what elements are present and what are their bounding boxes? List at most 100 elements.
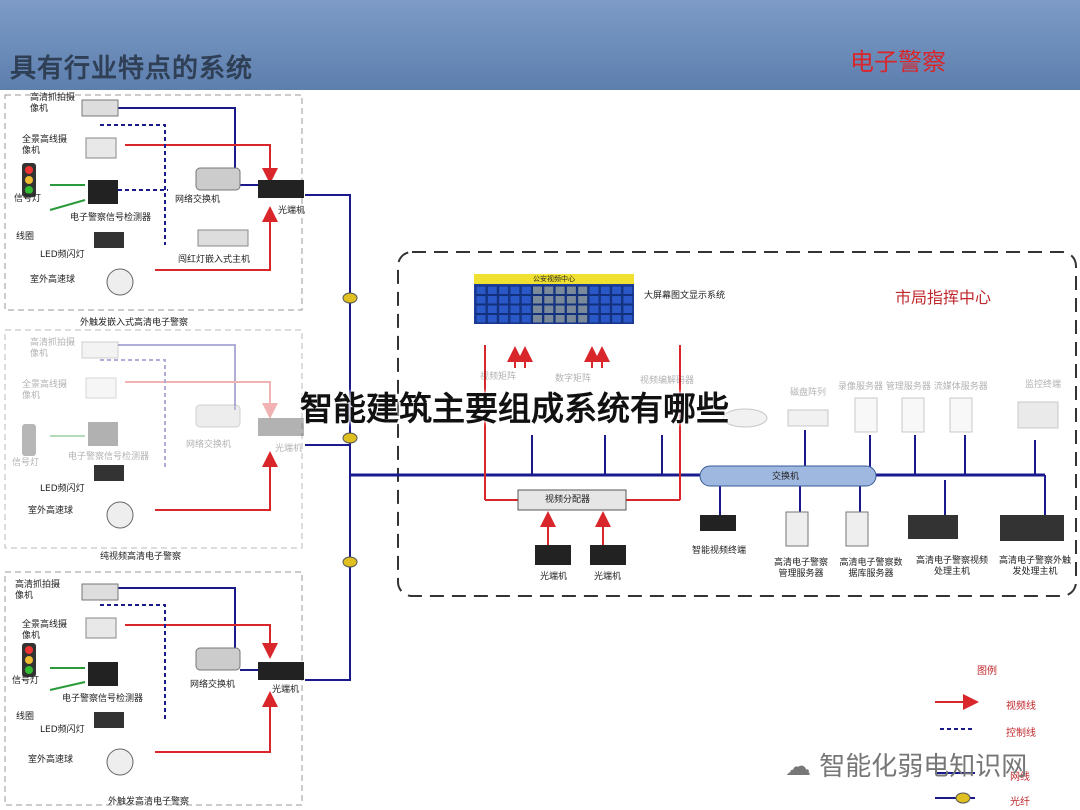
zone3-devices: [22, 583, 304, 776]
watermark: ☁ 智能化弱电知识网: [785, 746, 1027, 783]
z3-dome: 室外高速球: [28, 755, 74, 765]
center-devices: [535, 397, 1064, 565]
legend-fiber: 光纤: [1010, 797, 1030, 808]
video-wall-cell: [543, 285, 555, 295]
zone1-border: [4, 94, 303, 311]
distributor-box: [517, 489, 627, 511]
video-wall-cell: [543, 295, 555, 305]
video-wall-cell: [599, 314, 611, 324]
video-wall-cell: [611, 304, 623, 314]
header-bar: 具有行业特点的系统 电子警察: [0, 0, 1080, 90]
z3-coil: 线圈: [16, 712, 35, 722]
video-wall-cell: [622, 304, 634, 314]
device-1: 高清电子警察管理服务器: [773, 558, 828, 579]
z3-detector: 电子警察信号检测器: [62, 694, 144, 704]
z2-optical: 光端机: [275, 444, 303, 454]
video-wall-cell: [588, 285, 600, 295]
video-wall-cell: [520, 295, 532, 305]
device-2: 高清电子警察数据库服务器: [839, 558, 903, 579]
device-0: 智能视频终端: [692, 546, 747, 556]
legend-network: 网线: [1010, 772, 1030, 783]
z2-switch: 网络交换机: [186, 440, 232, 450]
video-wall-cell: [577, 304, 589, 314]
video-wall-cell: [498, 314, 510, 324]
video-wall-cell: [509, 304, 521, 314]
z3-full-camera: 全景高线摄像机: [22, 620, 68, 641]
z3-switch: 网络交换机: [190, 680, 236, 690]
video-wall-cell: [543, 314, 555, 324]
header-title: 具有行业特点的系统: [10, 54, 254, 84]
z2-full-camera: 全景高线摄像机: [22, 380, 68, 401]
legend-title: 图例: [977, 666, 997, 677]
servers-label: 录像服务器 管理服务器 流媒体服务器: [838, 382, 988, 392]
video-wall-cell: [565, 285, 577, 295]
video-wall-cell: [554, 295, 566, 305]
video-wall-cell: [475, 304, 487, 314]
video-wall-cell: [509, 295, 521, 305]
video-wall-cell: [577, 314, 589, 324]
z1-full-camera: 全景高线摄像机: [22, 135, 68, 156]
z2-hd-camera: 高清抓拍摄像机: [30, 338, 76, 359]
video-wall-cell: [509, 314, 521, 324]
video-wall-cell: [486, 304, 498, 314]
video-wall-cell: [486, 285, 498, 295]
video-wall-cell: [565, 295, 577, 305]
screen-label: 大屏幕图文显示系统: [644, 291, 726, 301]
wechat-icon: ☁: [785, 752, 811, 782]
z1-dome: 室外高速球: [30, 275, 76, 285]
video-wall-cell: [498, 304, 510, 314]
video-wall-cell: [611, 314, 623, 324]
video-wall-cell: [588, 314, 600, 324]
overlay-title: 智能建筑主要组成系统有哪些: [300, 389, 729, 428]
z1-coil: 线圈: [16, 232, 35, 242]
video-wall-cell: [486, 295, 498, 305]
codec: 视频编解码器: [640, 376, 695, 386]
zone2-devices: [22, 341, 304, 456]
video-wall-cell: [498, 285, 510, 295]
z1-hd-camera: 高清抓拍摄像机: [30, 93, 76, 114]
video-wall-cell: [520, 285, 532, 295]
header-tag: 电子警察: [850, 48, 946, 76]
legend-video: 视频线: [1006, 701, 1036, 712]
z1-led: LED频闪灯: [40, 250, 85, 260]
video-wall-cell: [543, 304, 555, 314]
zone2-border: [4, 329, 303, 549]
video-wall-cell: [622, 285, 634, 295]
distributor-label: 视频分配器: [545, 495, 591, 505]
video-wall-cell: [532, 304, 543, 314]
z3-led: LED频闪灯: [40, 725, 85, 735]
legend-control: 控制线: [1006, 728, 1036, 739]
video-wall-cell: [588, 304, 600, 314]
digital-matrix: 数字矩阵: [555, 374, 592, 384]
video-wall-cell: [475, 285, 487, 295]
z2-detector: 电子警察信号检测器: [68, 452, 150, 462]
video-wall-cell: [509, 285, 521, 295]
video-wall-cell: [554, 285, 566, 295]
video-wall-cell: [599, 285, 611, 295]
z2-caption: 纯视频高清电子警察: [100, 552, 182, 562]
z1-signal-light: 信号灯: [14, 194, 42, 204]
video-matrix: 视频矩阵: [480, 372, 517, 382]
video-wall-cell: [611, 295, 623, 305]
z1-detector: 电子警察信号检测器: [70, 213, 152, 223]
video-wall-cell: [532, 295, 543, 305]
device-3: 高清电子警察视频处理主机: [915, 556, 988, 577]
video-wall-cell: [475, 295, 487, 305]
zone3-lines: [49, 475, 351, 753]
z1-caption: 外触发嵌入式高清电子警察: [80, 318, 189, 328]
video-wall-cell: [475, 314, 487, 324]
terminal-label: 监控终端: [1025, 380, 1062, 390]
video-wall-cell: [486, 314, 498, 324]
center-title: 市局指挥中心: [895, 288, 992, 307]
z3-hd-camera: 高清抓拍摄像机: [15, 580, 61, 601]
video-wall-cell: [520, 314, 532, 324]
video-wall-cell: [588, 295, 600, 305]
watermark-text: 智能化弱电知识网: [819, 752, 1028, 782]
video-wall-cell: [611, 285, 623, 295]
zone1-devices: [22, 99, 304, 296]
video-wall-cell: [622, 295, 634, 305]
video-wall-cell: [577, 295, 589, 305]
video-wall-cell: [565, 314, 577, 324]
